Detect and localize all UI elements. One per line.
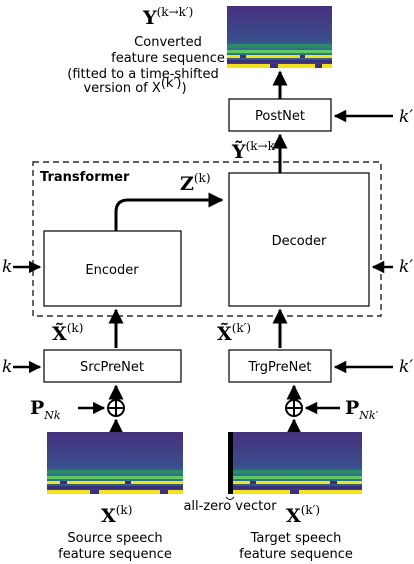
x-tilde-trg-symbol: X̃(k′) [217, 321, 251, 345]
postnet-block [228, 98, 332, 132]
k-srcprenet: k [2, 357, 12, 377]
x-tilde-src-symbol: X̃(k) [52, 321, 83, 345]
postnet-label: PostNet [255, 109, 305, 124]
arrow-encoder-to-decoder [114, 192, 224, 231]
decoder-label: Decoder [272, 234, 327, 249]
k-prime-decoder: k′ [399, 257, 413, 277]
decoder-block [228, 172, 370, 307]
target-spectrogram [228, 432, 362, 494]
fitted-note-line1: (fitted to a time-shifted [67, 67, 219, 82]
target-caption-line2: feature sequence [239, 547, 353, 562]
y-output-symbol: Y(k→k′) [142, 5, 193, 29]
source-caption-line1: Source speech [67, 531, 162, 546]
p-src-symbol: PNk [30, 397, 61, 422]
target-caption-line1: Target speech [250, 531, 342, 546]
transformer-label: Transformer [40, 170, 130, 185]
k-encoder: k [2, 257, 12, 277]
x-trg-symbol: X(k′) [286, 503, 320, 527]
fitted-note-line2: version of X(k′)) [83, 76, 186, 96]
source-spectrogram [47, 432, 183, 494]
src-prenet-block [43, 349, 182, 383]
k-prime-postnet: k′ [399, 107, 413, 127]
converted-caption-line2: feature sequence [111, 51, 225, 66]
p-trg-symbol: PNk′ [345, 397, 379, 422]
y-tilde-symbol: Ỹ(k→k′) [231, 139, 282, 163]
k-prime-trgprenet: k′ [399, 357, 413, 377]
src-sum-junction [107, 399, 125, 417]
converted-caption-line1: Converted [134, 35, 202, 50]
transformer-boundary [32, 161, 382, 317]
encoder-label: Encoder [85, 263, 139, 278]
all-zero-brace [225, 496, 235, 500]
trg-sum-junction [285, 399, 303, 417]
src-prenet-label: SrcPreNet [80, 360, 144, 375]
z-symbol: Z(k) [180, 171, 211, 195]
trg-prenet-label: TrgPreNet [248, 360, 312, 375]
trg-prenet-block [228, 349, 332, 383]
all-zero-vector-label: all-zero vector [183, 499, 277, 514]
output-spectrogram [227, 6, 332, 68]
x-src-symbol: X(k) [101, 503, 132, 527]
encoder-block [43, 230, 182, 307]
source-caption-line2: feature sequence [58, 547, 172, 562]
